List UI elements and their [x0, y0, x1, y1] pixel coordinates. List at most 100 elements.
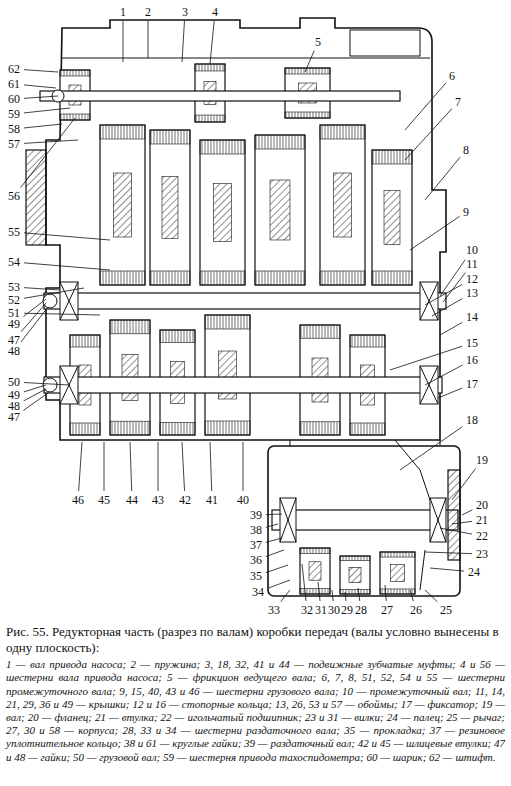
callout-number: 12: [465, 273, 479, 285]
callout-number: 2: [144, 6, 152, 18]
callout-number: 38: [249, 524, 263, 536]
callout-number: 16: [465, 354, 479, 366]
callout-number: 17: [465, 378, 479, 390]
leader-line: [410, 216, 460, 250]
top-cover-boss: [350, 30, 420, 56]
callout-number: 28: [354, 604, 368, 616]
gear: [320, 125, 365, 285]
leader-line: [24, 85, 56, 88]
cargo-shaft: [44, 377, 442, 393]
callout-number: 41: [205, 494, 219, 506]
callout-number: 1: [119, 6, 127, 18]
leader-line: [104, 442, 105, 491]
intermediate-shaft: [44, 293, 446, 309]
callout-number: 43: [151, 494, 165, 506]
callout-number: 34: [251, 586, 265, 598]
gear: [150, 130, 190, 285]
callout-number: 21: [475, 514, 489, 526]
leader-line: [390, 346, 462, 370]
callout-number: 6: [448, 70, 456, 82]
leader-line: [21, 303, 46, 332]
leader-line: [148, 21, 149, 58]
leader-line: [425, 157, 460, 200]
leader-line: [302, 564, 306, 601]
callout-number: 40: [236, 494, 250, 506]
callout-number: 39: [249, 509, 263, 521]
leader-line: [305, 51, 314, 72]
leader-line: [425, 590, 438, 602]
callout-number: 60: [7, 93, 21, 105]
leader-line: [432, 299, 462, 316]
leader-line: [182, 442, 185, 491]
callout-number: 25: [439, 604, 453, 616]
leader-line: [123, 21, 124, 62]
callout-number: 29: [340, 604, 354, 616]
leader-line: [345, 592, 346, 601]
callout-number: 44: [125, 494, 139, 506]
callout-number: 59: [7, 108, 21, 120]
callout-number: 5: [314, 36, 322, 48]
gear: [100, 125, 145, 285]
leader-line: [130, 442, 132, 491]
leader-line: [430, 568, 464, 571]
leader-line: [158, 442, 159, 491]
callout-number: 47: [7, 411, 21, 423]
gear: [255, 135, 305, 285]
callout-number: 31: [314, 604, 328, 616]
callout-number: 42: [178, 494, 192, 506]
callout-number: 9: [462, 206, 470, 218]
callout-number: 58: [7, 123, 21, 135]
leader-line: [23, 393, 48, 410]
callout-number: 36: [249, 554, 263, 566]
callout-number: 11: [465, 258, 479, 270]
callout-number: 56: [7, 190, 21, 202]
leader-line: [24, 389, 46, 401]
callout-number: 30: [327, 604, 341, 616]
callout-number: 62: [7, 63, 21, 75]
leader-line: [452, 468, 476, 500]
leader-line: [24, 124, 62, 128]
lever-fork: [395, 440, 430, 590]
callout-number: 45: [97, 494, 111, 506]
caption-block: Рис. 55. Редукторная часть (разрез по ва…: [6, 624, 505, 764]
callout-number: 33: [267, 604, 281, 616]
callout-number: 55: [7, 226, 21, 238]
callout-number: 7: [454, 96, 462, 108]
leader-line: [385, 585, 386, 601]
leader-line: [281, 590, 290, 602]
leader-line: [268, 580, 290, 588]
callout-number: 53: [7, 281, 21, 293]
leader-line: [20, 307, 48, 343]
leader-line: [318, 582, 320, 601]
gear: [200, 140, 245, 285]
callout-number: 57: [7, 138, 21, 150]
callout-number: 13: [465, 287, 479, 299]
leader-line: [405, 83, 446, 130]
gear: [340, 556, 370, 594]
leader-line: [24, 233, 110, 240]
callout-number: 48: [7, 345, 21, 357]
leader-line: [438, 388, 462, 398]
gear: [205, 315, 250, 435]
callout-number: 3: [181, 6, 189, 18]
leader-line: [266, 550, 284, 556]
leader-line: [24, 288, 84, 298]
leader-line: [24, 383, 70, 385]
leader-line: [24, 263, 110, 270]
callout-number: 15: [465, 337, 479, 349]
left-flange: [26, 150, 46, 245]
callout-number: 8: [462, 144, 470, 156]
callout-number: 54: [7, 256, 21, 268]
leader-line: [266, 538, 282, 542]
callout-number: 61: [7, 78, 21, 90]
leader-line: [266, 565, 288, 573]
callout-number: 20: [475, 499, 489, 511]
leader-line: [182, 21, 184, 62]
leader-line: [24, 108, 70, 113]
flange: [448, 470, 460, 560]
callout-number: 19: [475, 454, 489, 466]
callout-number: 49: [7, 318, 21, 330]
callout-number: 26: [409, 604, 423, 616]
leader-line: [24, 70, 58, 72]
callout-number: 23: [475, 548, 489, 560]
